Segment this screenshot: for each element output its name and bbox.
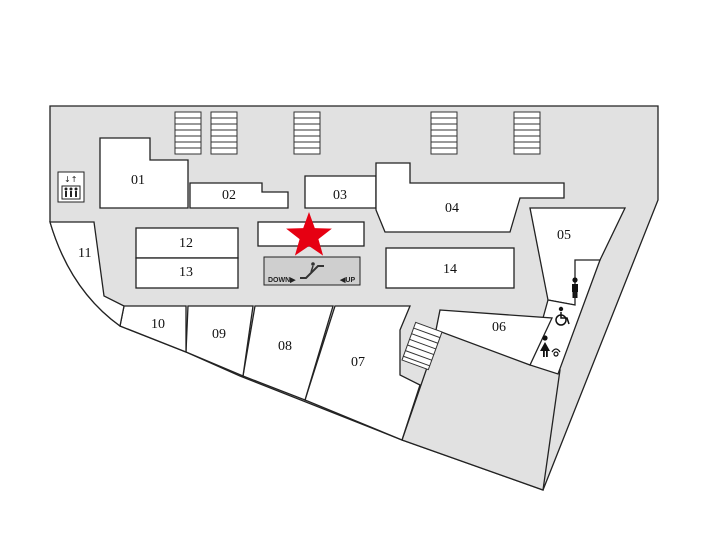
shop-label-01: 01 xyxy=(131,173,145,188)
shop-11[interactable] xyxy=(49,221,125,328)
stairs-top-1 xyxy=(174,111,202,155)
shop-04[interactable] xyxy=(375,162,565,233)
shop-13[interactable] xyxy=(135,257,239,289)
stairs-top-4 xyxy=(430,111,458,155)
shop-label-09: 09 xyxy=(212,327,226,342)
stairs-top-3 xyxy=(293,111,321,155)
shop-label-10: 10 xyxy=(151,317,165,332)
shop-label-03: 03 xyxy=(333,188,347,203)
stairs-top-2 xyxy=(210,111,238,155)
shop-01[interactable] xyxy=(99,137,189,209)
shop-label-08: 08 xyxy=(278,339,292,354)
shop-label-07: 07 xyxy=(351,355,365,370)
shop-label-05: 05 xyxy=(557,228,571,243)
escalator-down-label: DOWN▶ xyxy=(268,277,296,284)
shop-14[interactable] xyxy=(385,247,515,289)
svg-text:↓↑: ↓↑ xyxy=(64,175,77,184)
shop-label-13: 13 xyxy=(179,265,193,280)
male-restroom-icon[interactable] xyxy=(572,277,578,298)
shop-12[interactable] xyxy=(135,227,239,259)
wheelchair-icon[interactable] xyxy=(555,306,570,326)
shop-02[interactable] xyxy=(189,182,289,209)
shop-09[interactable] xyxy=(185,305,254,377)
baby-care-icon xyxy=(551,348,561,357)
shop-07[interactable] xyxy=(304,305,421,441)
shop-label-06: 06 xyxy=(492,320,506,335)
shop-08[interactable] xyxy=(242,305,334,401)
shop-label-02: 02 xyxy=(222,188,236,203)
stairs-top-5 xyxy=(513,111,541,155)
female-restroom-icon[interactable] xyxy=(540,335,550,357)
escalator-icon xyxy=(300,262,324,279)
shop-06[interactable] xyxy=(435,309,553,366)
shop-label-04: 04 xyxy=(445,201,459,216)
elevator-icon[interactable]: ↓↑ xyxy=(57,171,85,203)
stairs-diagonal xyxy=(401,321,443,371)
shop-label-11: 11 xyxy=(78,246,91,261)
shop-label-14: 14 xyxy=(443,262,457,277)
shop-label-12: 12 xyxy=(179,236,193,251)
escalator-up-label: ◀UP xyxy=(339,277,355,284)
star-marker-icon xyxy=(286,212,332,256)
